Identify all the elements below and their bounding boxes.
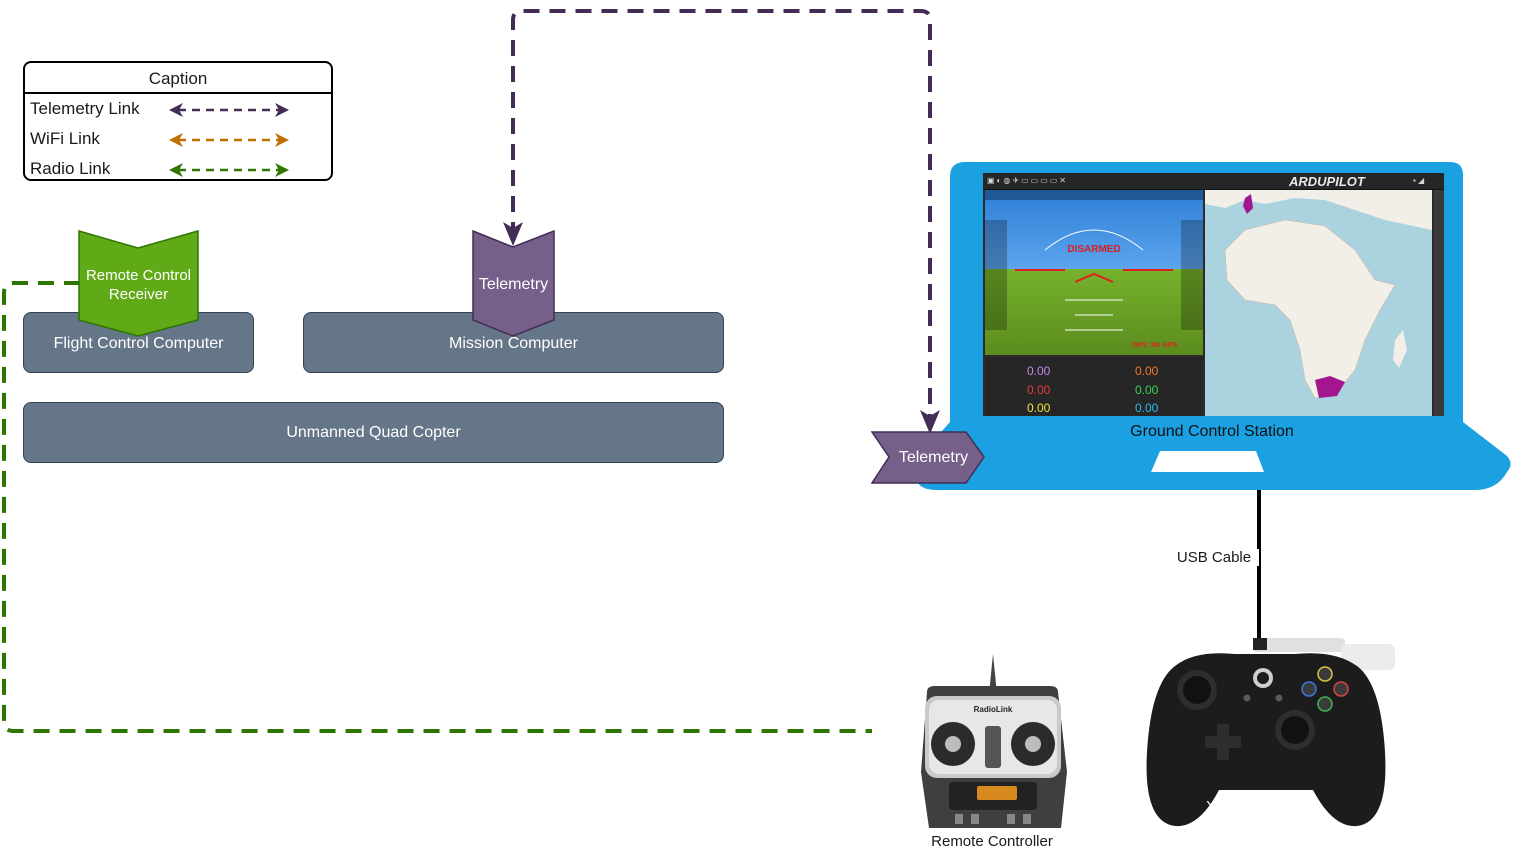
telemetry-drone-shape: [472, 230, 555, 337]
quad-copter-label: Unmanned Quad Copter: [286, 423, 461, 441]
readout-5: 0.00: [1135, 401, 1159, 415]
flight-control-computer-block: Flight Control Computer: [23, 312, 254, 373]
telemetry-drone-label: Telemetry: [478, 276, 549, 293]
hud-disarmed-text: DISARMED: [1067, 244, 1121, 255]
quick-readouts: 0.00 0.00 0.00 0.00 0.00 0.00: [985, 357, 1203, 416]
telemetry-arrow-down-drone: [503, 222, 523, 246]
remote-controller-label: Remote Controller: [931, 833, 1053, 850]
b-button: [1333, 681, 1349, 697]
caption-legend: Caption Telemetry Link WiFi Link Radio L…: [23, 61, 333, 181]
telemetry-gcs-shape: [871, 431, 985, 484]
hud-overlay: [985, 190, 1203, 331]
rc-brand-text: RadioLink: [974, 705, 1013, 714]
legend-arrow-telemetry: [169, 103, 289, 117]
hud-gps-text: GPS: No GPS: [1132, 342, 1178, 349]
usb-cable-label: USB Cable: [1169, 549, 1259, 566]
legend-item-wifi: WiFi Link: [30, 129, 330, 153]
map-africa: [1205, 190, 1432, 399]
rc-receiver-node: Remote Control Receiver: [78, 230, 199, 337]
toolbar-right-icons: ▪ ◢: [1413, 176, 1425, 185]
gcs-screen: ▣◐◍✈▭▭▭▭✕ ARDUPILOT ▪ ◢ DISARMED GPS: No…: [983, 173, 1444, 416]
gcs-toolbar: ▣◐◍✈▭▭▭▭✕ ARDUPILOT ▪ ◢: [983, 173, 1444, 190]
remote-controller-device: RadioLink: [921, 654, 1067, 828]
map-scrollbar[interactable]: [1434, 190, 1444, 416]
legend-item-radio: Radio Link: [30, 159, 330, 183]
flight-control-computer-label: Flight Control Computer: [53, 335, 224, 352]
telemetry-gcs-node: Telemetry: [871, 431, 986, 484]
xbox-gamepad-label: Xbox Gamepad: [1205, 798, 1311, 815]
a-button: [1317, 696, 1333, 712]
xbox-gamepad-device: [1146, 638, 1395, 827]
legend-label: Radio Link: [30, 159, 111, 178]
antenna: [989, 654, 997, 694]
telemetry-drone-node: Telemetry: [472, 230, 555, 337]
caption-title: Caption: [148, 69, 208, 88]
legend-label: WiFi Link: [30, 129, 100, 148]
map-panel: [1205, 190, 1432, 416]
legend-arrow-radio: [169, 163, 289, 177]
legend-arrow-wifi: [169, 133, 289, 147]
legend-item-telemetry: Telemetry Link: [30, 99, 330, 123]
toolbar-icons: ▣◐◍✈▭▭▭▭✕: [987, 176, 1069, 185]
gcs-label: Ground Control Station: [1130, 423, 1294, 440]
radio-link-line: [2, 281, 872, 733]
x-button: [1301, 681, 1317, 697]
rc-receiver-shape: [78, 230, 199, 337]
readout-0: 0.00: [1027, 364, 1051, 378]
y-button: [1317, 666, 1333, 682]
readout-2: 0.00: [1027, 383, 1051, 397]
quad-copter-block: Unmanned Quad Copter: [23, 402, 724, 463]
telemetry-arrow-down-gcs: [920, 410, 940, 434]
caption-divider: [25, 92, 331, 94]
telemetry-link-line: [511, 9, 932, 426]
readout-4: 0.00: [1027, 401, 1051, 415]
legend-label: Telemetry Link: [30, 99, 140, 118]
ardupilot-logo: ARDUPILOT: [1289, 174, 1365, 189]
mission-computer-label: Mission Computer: [449, 335, 578, 352]
readout-1: 0.00: [1135, 364, 1159, 378]
readout-3: 0.00: [1135, 383, 1159, 397]
telemetry-gcs-label: Telemetry: [898, 449, 969, 466]
hud-panel: DISARMED GPS: No GPS: [985, 190, 1203, 355]
rc-receiver-label: Remote Control Receiver: [85, 267, 192, 303]
